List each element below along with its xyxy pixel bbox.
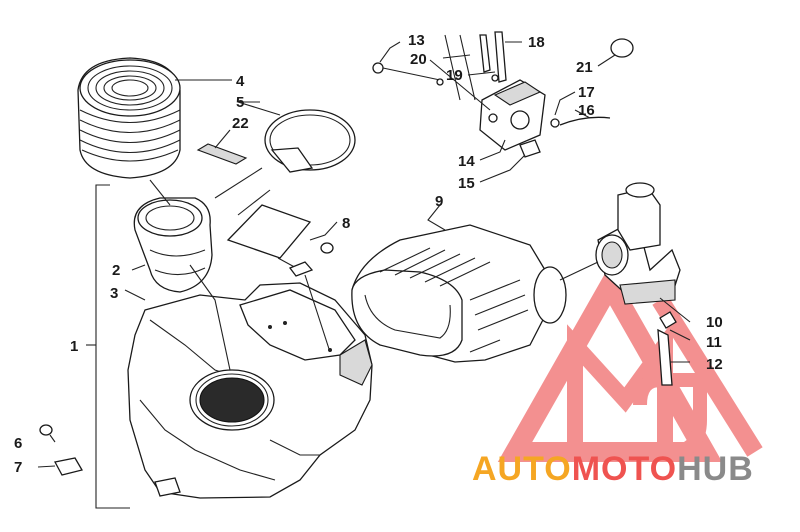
- callout-10: 10: [706, 314, 723, 331]
- callout-15: 15: [458, 175, 475, 192]
- intake-adapter: [133, 197, 213, 293]
- callout-9: 9: [435, 193, 443, 210]
- watermark-text: AUTOMOTOHUB: [472, 450, 754, 488]
- callout-2: 2: [112, 262, 120, 279]
- filter-element: [149, 167, 312, 371]
- hose-clamp: [264, 109, 356, 173]
- callout-16: 16: [578, 102, 595, 119]
- carburetor: [559, 182, 681, 305]
- callout-13: 13: [408, 32, 425, 49]
- watermark-text-auto: AUTOMOTOHUB: [472, 450, 754, 488]
- mount-bracket: [54, 457, 83, 476]
- callout-19: 19: [446, 67, 463, 84]
- callout-14: 14: [458, 153, 475, 170]
- callout-5: 5: [236, 94, 244, 111]
- callout-7: 7: [14, 459, 22, 476]
- callout-4: 4: [236, 73, 245, 90]
- callout-18: 18: [528, 34, 545, 51]
- callout-17: 17: [578, 84, 595, 101]
- callout-8: 8: [342, 215, 350, 232]
- bellows: [77, 57, 181, 179]
- callout-3: 3: [110, 285, 118, 302]
- foam-strip: [196, 143, 248, 165]
- callout-21: 21: [576, 59, 593, 76]
- callout-6: 6: [14, 435, 22, 452]
- callout-11: 11: [706, 334, 722, 351]
- airbox-housing: [127, 282, 373, 499]
- callout-labels: 1 2 3 4 5 6 7 8 9 10 11 12 13 14 15 16 1…: [14, 32, 723, 476]
- assembly-bracket: [86, 184, 130, 509]
- callout-1: 1: [70, 338, 78, 355]
- callout-20: 20: [410, 51, 427, 68]
- fuel-pump: [372, 31, 611, 158]
- callout-22: 22: [232, 115, 249, 132]
- intake-duct: [351, 224, 567, 363]
- grommet: [288, 242, 334, 353]
- leader-lines: [37, 41, 691, 468]
- jet-needle: [657, 311, 677, 386]
- callout-12: 12: [706, 356, 723, 373]
- fastener-bolt: [39, 424, 53, 436]
- snap-ring: [610, 38, 634, 58]
